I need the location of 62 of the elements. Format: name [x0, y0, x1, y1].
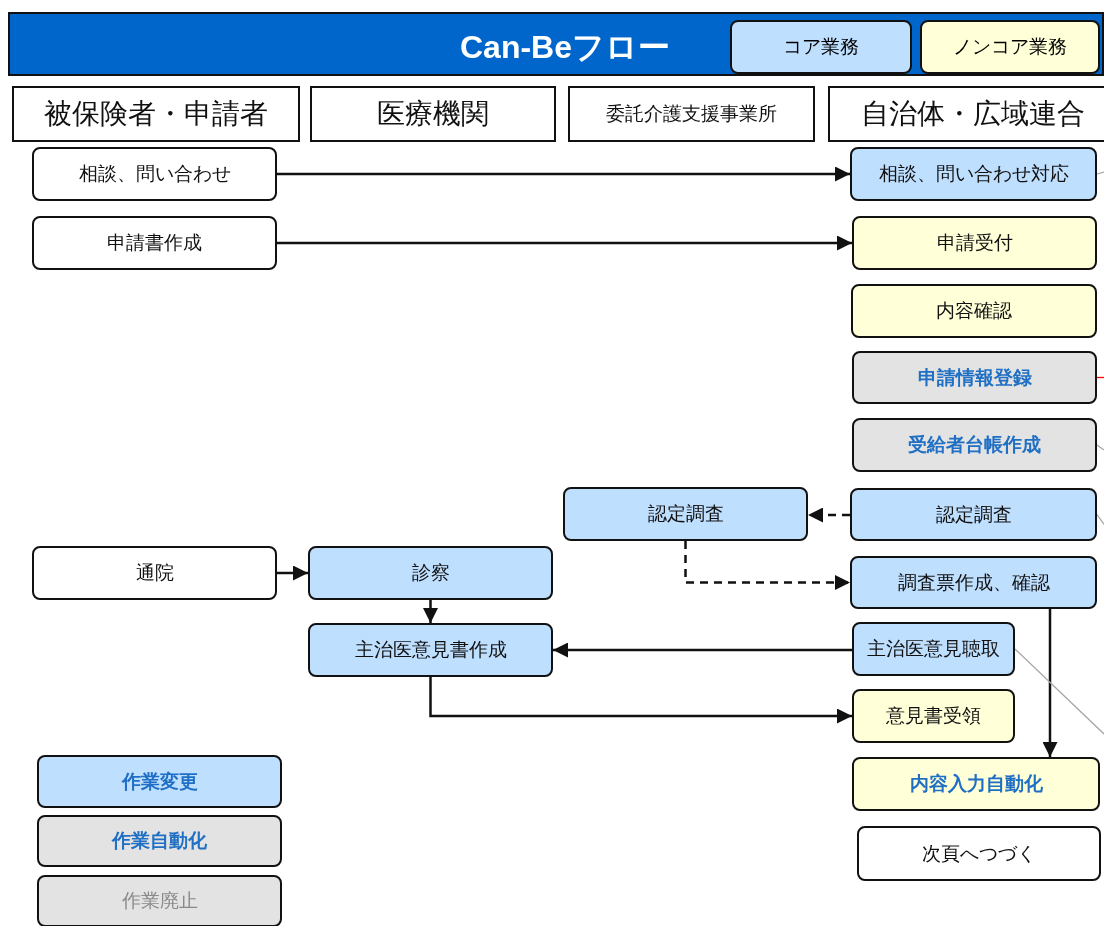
process-label: 次頁へつづく: [922, 841, 1036, 866]
process-box: [857, 826, 1101, 881]
leader-line: [1096, 171, 1104, 175]
lane-title: 自治体・広域連合: [861, 97, 1085, 131]
process-label: 診察: [411, 561, 450, 585]
process-label: 通院: [135, 561, 174, 585]
legend-text: 作業廃止: [121, 889, 198, 913]
process-box: [850, 488, 1097, 541]
arrow: [277, 565, 308, 581]
process-label: 調査票作成、確認: [897, 570, 1050, 595]
leader-line: [1096, 376, 1104, 379]
process-label: 申請情報登録: [917, 365, 1032, 390]
lane-title: 医療機関: [377, 97, 489, 131]
process-box: [852, 757, 1100, 811]
leader-line: [1096, 444, 1104, 451]
process-label: 認定調査: [647, 502, 724, 526]
process-box: [852, 689, 1015, 743]
arrow: [423, 600, 438, 623]
process-box: [32, 216, 277, 270]
lane-header: [310, 86, 556, 142]
leader-line: [1096, 513, 1104, 526]
process-box: [851, 284, 1097, 338]
arrow: [277, 166, 850, 182]
process-label: 申請受付: [936, 231, 1013, 255]
leader-line: [1014, 648, 1104, 735]
lane-header: [828, 86, 1104, 142]
process-box: [850, 147, 1097, 201]
process-box: [852, 216, 1097, 270]
arrow: [1042, 609, 1058, 757]
process-label: 認定調査: [935, 502, 1012, 527]
process-box: [850, 556, 1097, 609]
lane-title: 被保険者・申請者: [44, 97, 268, 131]
process-label: 意見書受領: [886, 704, 981, 728]
legend-text: 作業自動化: [112, 829, 207, 853]
process-label: 相談、問い合わせ: [78, 162, 231, 186]
process-label: 相談、問い合わせ対応: [878, 162, 1069, 186]
arrow: [277, 235, 852, 251]
process-label: 主治医意見聴取: [867, 637, 1000, 661]
process-box: [852, 622, 1015, 676]
process-label: 申請書作成: [107, 231, 202, 255]
process-label: 内容入力自動化: [909, 772, 1043, 796]
process-box: [308, 623, 553, 677]
process-box: [852, 351, 1097, 404]
process-box: [563, 487, 808, 541]
lane-header: [12, 86, 300, 142]
title: Can-Beフロー: [460, 28, 670, 67]
legend-text: 作業変更: [121, 769, 198, 794]
legend-text: ノンコア業務: [953, 35, 1067, 59]
lane-title: 委託介護支援事業所: [606, 102, 777, 126]
arrow: [808, 507, 850, 523]
process-box: [32, 546, 277, 600]
arrow: [553, 642, 852, 658]
arrow: [429, 677, 852, 724]
process-box: [32, 147, 277, 201]
legend-text: コア業務: [783, 35, 859, 59]
process-label: 内容確認: [936, 299, 1012, 323]
arrow: [684, 541, 850, 590]
lane-header: [568, 86, 815, 142]
process-label: 受給者台帳作成: [908, 433, 1041, 457]
process-box: [852, 418, 1097, 472]
process-box: [308, 546, 553, 600]
process-label: 主治医意見書作成: [354, 638, 507, 662]
